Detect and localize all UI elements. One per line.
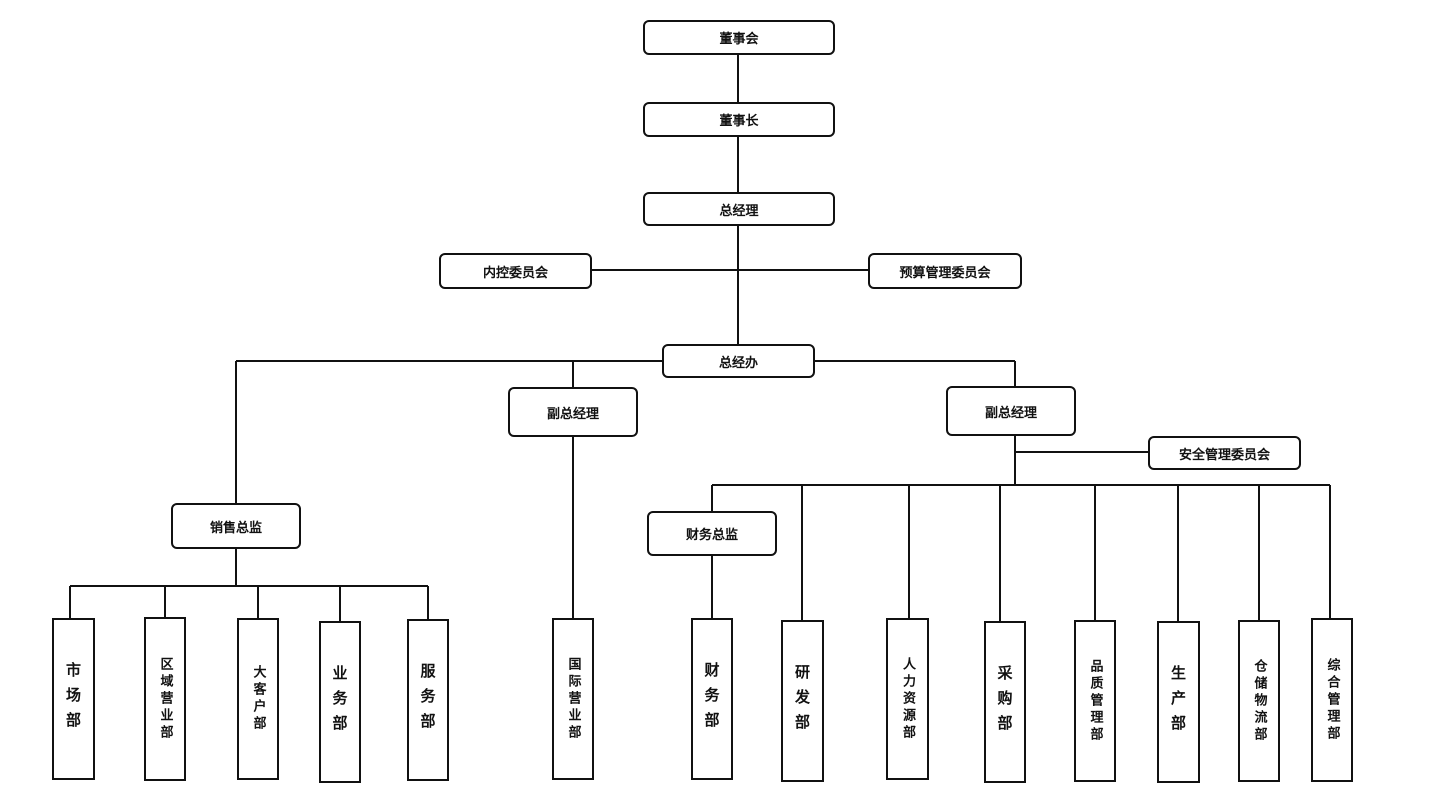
vice-gm-left-box: 副总经理 xyxy=(508,387,638,437)
dept-production-box: 生产部 xyxy=(1157,621,1200,783)
dept-quality-box: 品质管理部 xyxy=(1074,620,1116,782)
dept-logistics-box: 仓储物流部 xyxy=(1238,620,1280,782)
dept-market-box: 市场部 xyxy=(52,618,95,780)
vice-gm-right-box: 副总经理 xyxy=(946,386,1076,436)
dept-business-box: 业务部 xyxy=(319,621,361,783)
dept-rnd-box: 研发部 xyxy=(781,620,824,782)
internal-control-committee-box: 内控委员会 xyxy=(439,253,592,289)
dept-regional-sales-box: 区域营业部 xyxy=(144,617,186,781)
sales-director-box: 销售总监 xyxy=(171,503,301,549)
gm-box: 总经理 xyxy=(643,192,835,226)
gm-office-box: 总经办 xyxy=(662,344,815,378)
dept-service-box: 服务部 xyxy=(407,619,449,781)
dept-general-admin-box: 综合管理部 xyxy=(1311,618,1353,782)
board-box: 董事会 xyxy=(643,20,835,55)
chairman-box: 董事长 xyxy=(643,102,835,137)
safety-committee-box: 安全管理委员会 xyxy=(1148,436,1301,470)
dept-hr-box: 人力资源部 xyxy=(886,618,929,780)
budget-committee-box: 预算管理委员会 xyxy=(868,253,1022,289)
dept-international-box: 国际营业部 xyxy=(552,618,594,780)
dept-key-accounts-box: 大客户部 xyxy=(237,618,279,780)
dept-procurement-box: 采购部 xyxy=(984,621,1026,783)
finance-director-box: 财务总监 xyxy=(647,511,777,556)
dept-finance-box: 财务部 xyxy=(691,618,733,780)
